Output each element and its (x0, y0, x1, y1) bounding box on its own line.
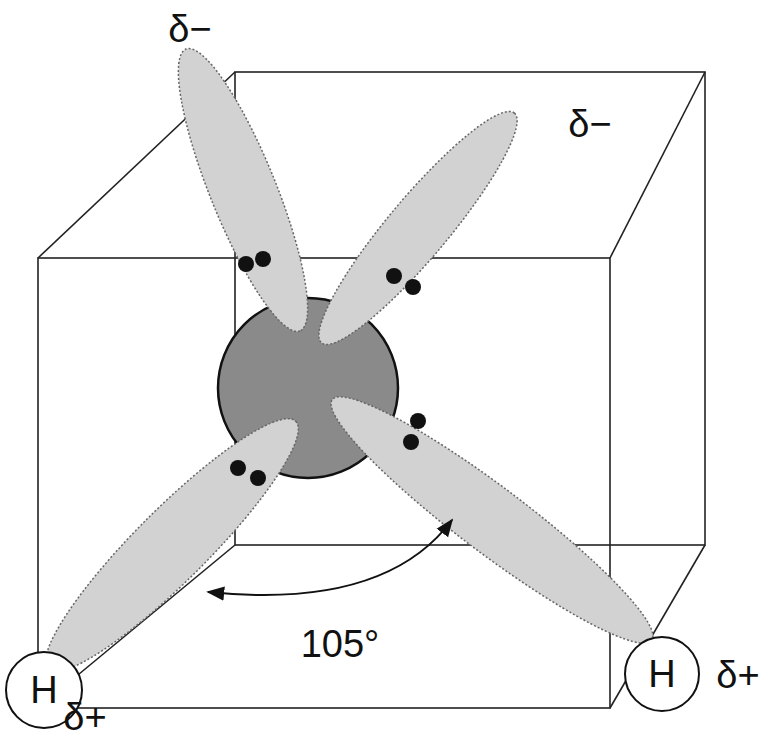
partial-charge-label: δ− (168, 9, 211, 51)
atom-symbol: H (30, 671, 57, 709)
electron-lobes (23, 37, 672, 694)
atom-symbol: H (648, 655, 675, 693)
partial-charge-label: δ+ (63, 697, 106, 739)
angle-label: 105° (301, 624, 380, 666)
partial-charge-label: δ+ (716, 655, 759, 697)
electron-pairs (230, 251, 426, 486)
partial-charge-label: δ− (568, 104, 611, 146)
angle-arrow (208, 520, 452, 595)
hydrogen-atom: H (624, 636, 700, 712)
